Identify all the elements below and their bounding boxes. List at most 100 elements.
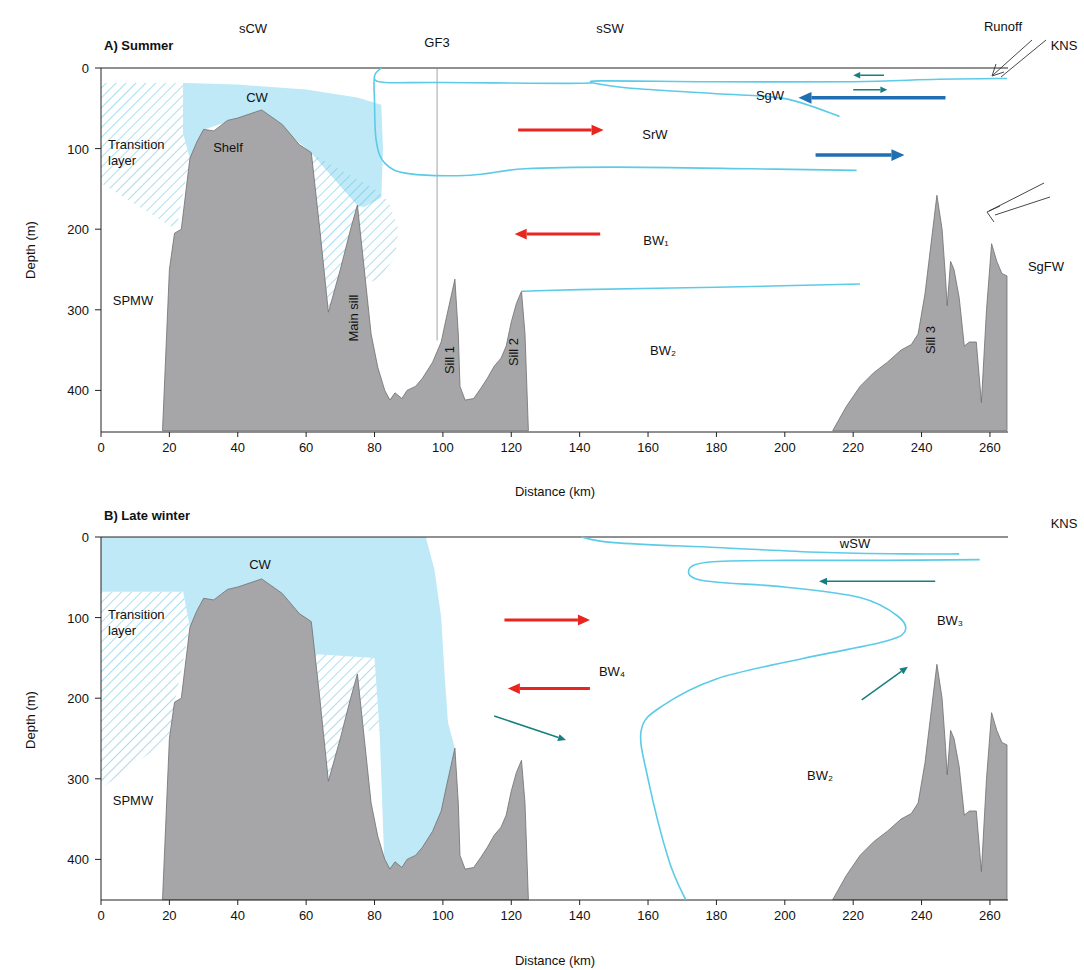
- axis-tick: [511, 432, 512, 437]
- axis-tick: [442, 900, 443, 905]
- arrow-head: [592, 125, 604, 136]
- axis-tick: [716, 900, 717, 905]
- diagram-label: 80: [367, 441, 381, 454]
- diagram-label: 40: [231, 909, 245, 922]
- axis-tick: [95, 390, 101, 391]
- flow-arrow: [816, 153, 892, 157]
- flow-arrow: [527, 233, 600, 236]
- arrow-head: [853, 72, 860, 78]
- axis-tick: [784, 432, 785, 437]
- diagram-label: 0: [97, 909, 104, 922]
- diagram-label: 240: [911, 909, 933, 922]
- diagram-label: wSW: [840, 537, 870, 550]
- water-mass-boundary: [581, 537, 959, 554]
- axis-tick: [169, 900, 170, 905]
- flow-arrow: [520, 687, 590, 690]
- axis-tick: [784, 900, 785, 905]
- diagram-label: 80: [367, 909, 381, 922]
- axis-tick: [374, 900, 375, 905]
- diagram-label: 120: [500, 441, 522, 454]
- region-fill: [101, 83, 190, 230]
- diagram-label: 100: [67, 611, 89, 624]
- axis-tick: [101, 900, 102, 905]
- axis-tick: [579, 900, 580, 905]
- diagram-label: 260: [979, 909, 1001, 922]
- diagram-label: 0: [97, 441, 104, 454]
- diagram-label: BW₄: [599, 665, 625, 678]
- water-mass-boundary: [375, 79, 1008, 84]
- flow-arrow: [862, 671, 902, 699]
- diagram-label: Runoff: [984, 20, 1022, 33]
- diagram-label: Depth (m): [24, 221, 37, 279]
- diagram-label: 100: [432, 909, 454, 922]
- axis-tick: [716, 432, 717, 437]
- axis-tick: [95, 698, 101, 699]
- arrow-head: [819, 578, 827, 585]
- diagram-label: 200: [67, 223, 89, 236]
- diagram-label: BW₂: [650, 344, 676, 357]
- diagram-label: Depth (m): [24, 691, 37, 749]
- water-mass-name: CW: [249, 557, 271, 573]
- flow-arrow: [860, 75, 884, 77]
- diagram-label: SrW: [642, 128, 667, 141]
- axis-tick: [579, 432, 580, 437]
- axis-tick: [101, 432, 102, 437]
- leader-line: [995, 197, 1050, 215]
- diagram-label: 160: [637, 909, 659, 922]
- bathymetry: [833, 664, 1007, 899]
- diagram-label: B) Late winter: [104, 509, 190, 522]
- diagram-label: 400: [67, 384, 89, 397]
- diagram-label: 200: [774, 909, 796, 922]
- diagram-label: GF3: [424, 36, 449, 49]
- diagram-label: SPMW: [113, 794, 153, 807]
- diagram-label: 180: [706, 909, 728, 922]
- diagram-label: 220: [842, 441, 864, 454]
- leader-line: [987, 206, 1000, 212]
- flow-arrow: [853, 89, 880, 91]
- axis-tick: [921, 432, 922, 437]
- axis-tick: [95, 859, 101, 860]
- arrow-head: [798, 92, 811, 104]
- diagram-label: 160: [637, 441, 659, 454]
- diagram-label: 140: [569, 441, 591, 454]
- axis-tick: [237, 900, 238, 905]
- axis-tick: [95, 309, 101, 310]
- diagram-label: 60: [299, 909, 313, 922]
- flow-arrow: [504, 619, 577, 622]
- diagram-label: Sill 1: [443, 346, 456, 374]
- axis-line: [101, 537, 1008, 538]
- diagram-label: 200: [774, 441, 796, 454]
- axis-tick: [511, 900, 512, 905]
- water-mass-boundary: [522, 284, 861, 291]
- axis-tick: [169, 432, 170, 437]
- diagram-label: SgW: [756, 89, 784, 102]
- arrow-head: [515, 229, 527, 240]
- bathymetry: [163, 110, 529, 431]
- arrow-head: [899, 667, 908, 675]
- diagram-label: 300: [67, 772, 89, 785]
- arrow-head: [508, 683, 520, 694]
- axis-line: [101, 900, 1008, 901]
- diagram-label: 180: [706, 441, 728, 454]
- diagram-label: 0: [82, 531, 89, 544]
- diagram-label: sCW: [239, 22, 267, 35]
- diagram-label: 300: [67, 303, 89, 316]
- flow-arrow: [827, 581, 935, 583]
- bathymetry: [833, 195, 1007, 430]
- water-mass-name: Transition layer: [108, 607, 180, 640]
- diagram-label: SPMW: [113, 294, 153, 307]
- diagram-label: sSW: [596, 22, 623, 35]
- arrow-head: [880, 87, 887, 93]
- diagram-label: A) Summer: [104, 39, 173, 52]
- diagram-label: BW₁: [643, 234, 668, 247]
- axis-tick: [921, 900, 922, 905]
- diagram-label: 0: [82, 62, 89, 75]
- station-line: [437, 68, 438, 340]
- axis-tick: [306, 432, 307, 437]
- axis-tick: [648, 900, 649, 905]
- leader-line: [992, 72, 1004, 76]
- diagram-label: 100: [67, 142, 89, 155]
- flow-arrow: [811, 96, 945, 100]
- axis-tick: [648, 432, 649, 437]
